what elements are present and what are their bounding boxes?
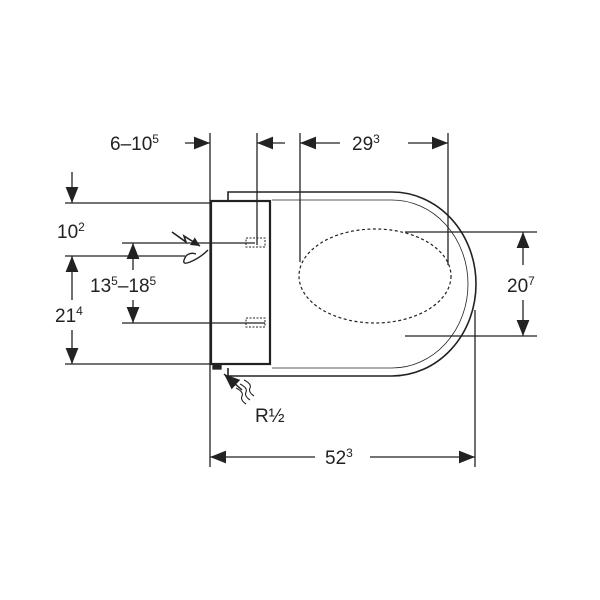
dim-label-wall-offset: 6–105 [110, 132, 159, 155]
power-cable-icon [183, 249, 209, 264]
dim-label-seat-depth: 293 [352, 132, 380, 155]
water-connection-label: R½ [255, 406, 285, 427]
dim-label-lower-height: 214 [55, 304, 83, 327]
dim-label-total-depth: 523 [325, 446, 353, 469]
toilet-seat-outline [227, 191, 477, 377]
dim-label-bowl-width: 207 [507, 274, 535, 297]
wall-bracket-box [209, 199, 272, 366]
dim-label-top-height: 102 [57, 220, 85, 243]
dim-label-connection-range: 135–185 [90, 274, 157, 297]
water-arrow [223, 373, 243, 391]
toilet-inner-outline [272, 199, 469, 369]
water-flow-icon [235, 379, 255, 405]
electric-lightning-icon [171, 231, 201, 247]
bowl-opening-dashed [298, 228, 452, 324]
water-inlet [212, 363, 222, 370]
